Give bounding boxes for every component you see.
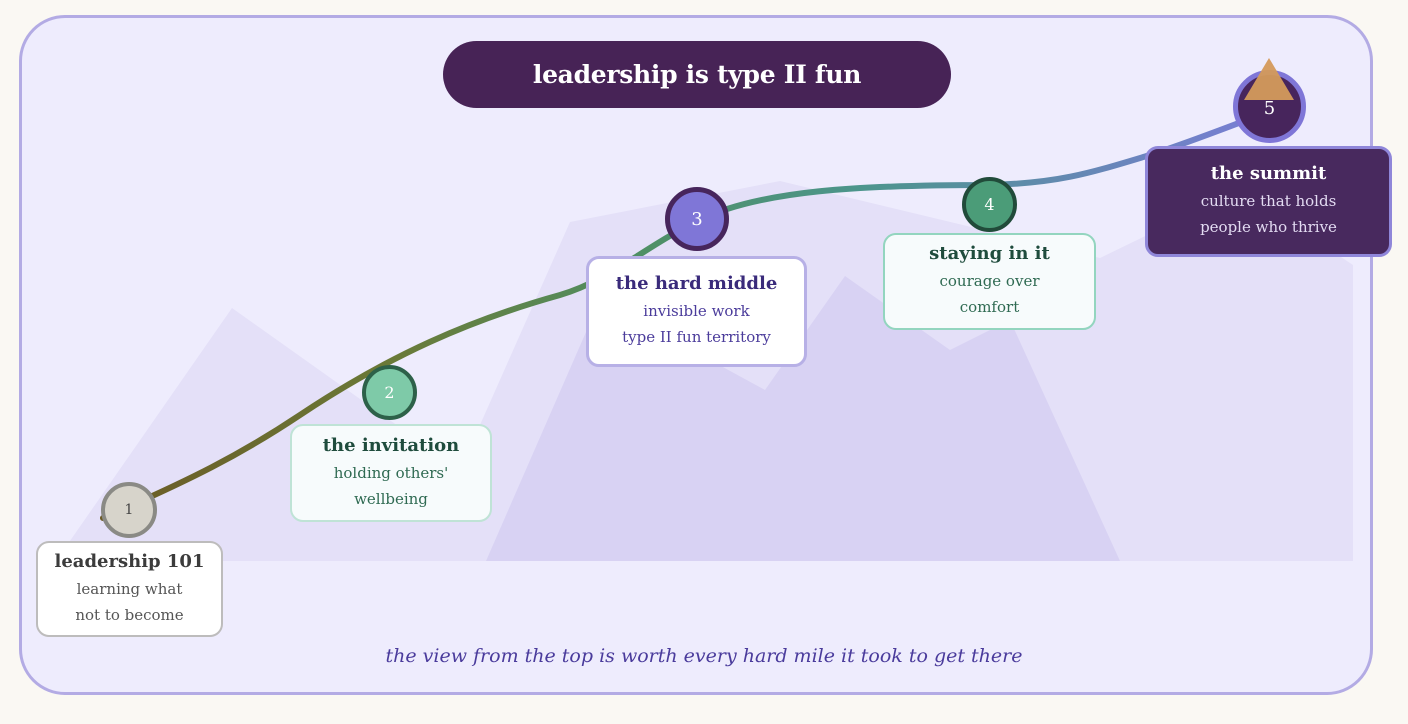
stage-5-card: the summit culture that holds people who…	[1145, 146, 1392, 257]
stage-2-line2: wellbeing	[354, 486, 428, 512]
stage-1-number: 1	[125, 502, 134, 518]
stage-1-marker: 1	[101, 482, 157, 538]
stage-3-title: the hard middle	[616, 273, 778, 294]
stage-4-title: staying in it	[929, 243, 1050, 264]
stage-1-line1: learning what	[77, 576, 183, 602]
stage-3-line2: type II fun territory	[622, 324, 771, 350]
stage-5-line1: culture that holds	[1201, 188, 1337, 214]
stage-4-number: 4	[984, 195, 994, 214]
stage-3-number: 3	[691, 209, 702, 230]
stage-2-number: 2	[384, 383, 394, 402]
diagram-title: leadership is type II fun	[443, 41, 951, 108]
stage-2-marker: 2	[362, 365, 417, 420]
stage-2-card: the invitation holding others' wellbeing	[290, 424, 492, 522]
stage-3-card: the hard middle invisible work type II f…	[586, 256, 807, 367]
stage-4-card: staying in it courage over comfort	[883, 233, 1096, 330]
summit-peak-icon	[1244, 58, 1294, 100]
stage-1-line2: not to become	[75, 602, 183, 628]
stage-5-title: the summit	[1211, 163, 1327, 184]
stage-2-line1: holding others'	[334, 460, 449, 486]
stage-3-marker: 3	[665, 187, 729, 251]
stage-3-line1: invisible work	[643, 298, 749, 324]
stage-5-number: 5	[1264, 98, 1275, 119]
stage-2-title: the invitation	[323, 435, 460, 456]
stage-1-card: leadership 101 learning what not to beco…	[36, 541, 223, 637]
stage-4-line1: courage over	[939, 268, 1039, 294]
stage-1-title: leadership 101	[55, 551, 205, 572]
stage-5-line2: people who thrive	[1200, 214, 1337, 240]
diagram-caption: the view from the top is worth every har…	[0, 645, 1408, 667]
stage-4-marker: 4	[962, 177, 1017, 232]
stage-4-line2: comfort	[960, 294, 1019, 320]
